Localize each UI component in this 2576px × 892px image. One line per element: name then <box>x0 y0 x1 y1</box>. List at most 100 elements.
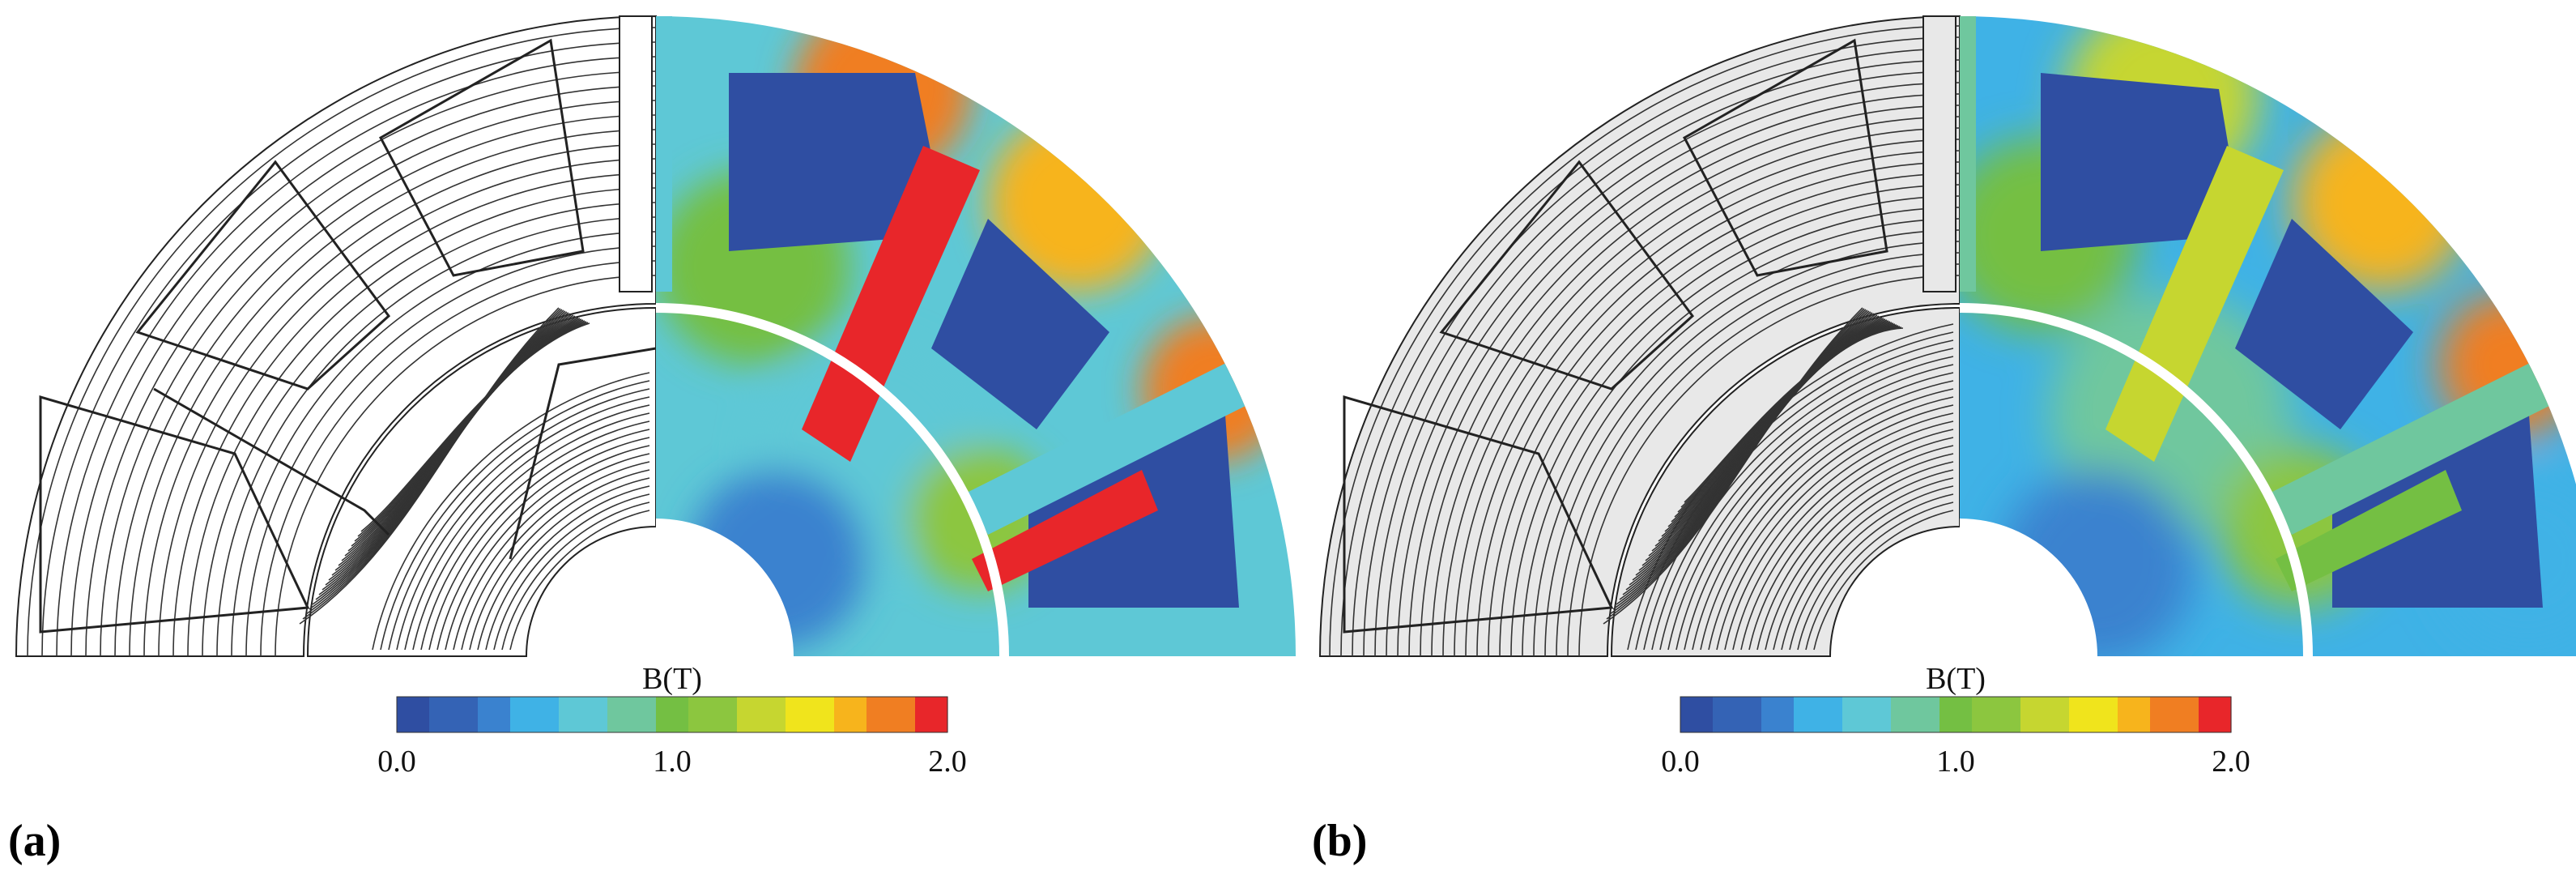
flux-line <box>1431 127 1961 657</box>
magnet-block <box>2235 219 2413 429</box>
colorbar-segment <box>2166 697 2183 732</box>
panel-a: B(T) 0.0 1.0 2.0 (a) <box>8 15 1296 866</box>
colorbar-mid-label: 1.0 <box>1936 745 1975 779</box>
flux-line <box>469 469 650 651</box>
flux-line <box>1567 263 1961 657</box>
flux-line <box>85 85 657 657</box>
colorbar-segment <box>462 697 479 732</box>
flux-line <box>100 100 657 657</box>
flux-line <box>501 501 650 651</box>
colorbar-segment <box>850 697 867 732</box>
flux-bridge <box>972 470 1158 591</box>
colorbar-segment <box>1859 697 1876 732</box>
flux-line <box>436 437 650 651</box>
flux-line <box>143 143 657 657</box>
flux-line <box>1454 150 1961 657</box>
colorbar-segment <box>575 697 592 732</box>
flux-line <box>187 187 657 657</box>
flux-line <box>396 396 650 651</box>
flux-line <box>412 412 650 651</box>
colorbar-min-label: 0.0 <box>377 745 416 779</box>
colorbar-segment <box>753 697 770 732</box>
colorbar-segment <box>1907 697 1924 732</box>
tooth-gap <box>1922 15 1956 292</box>
field-map-a <box>656 16 1296 656</box>
colorbar-segment <box>494 697 511 732</box>
flux-line <box>41 41 657 657</box>
flux-line <box>1675 372 1954 651</box>
slot-outlines-a <box>39 38 657 634</box>
flux-line <box>1765 461 1954 651</box>
flux-line <box>404 404 650 651</box>
colorbar-segment <box>1680 697 1697 732</box>
flux-line <box>245 245 657 657</box>
colorbar-segment <box>1826 697 1843 732</box>
flux-bridge <box>2267 356 2567 535</box>
flux-line <box>70 70 657 657</box>
flux-line <box>420 420 650 651</box>
panel-label-a: (a) <box>8 816 61 866</box>
flux-line <box>1684 327 1904 503</box>
flux-line <box>428 429 650 651</box>
flux-bridge <box>2106 146 2284 462</box>
flux-line <box>275 275 657 657</box>
colorbar-segment <box>2101 697 2118 732</box>
colorbar-segment <box>1761 697 1778 732</box>
flux-line <box>1797 493 1954 651</box>
flux-line <box>1740 437 1954 651</box>
flux-lines-b <box>1329 25 1961 657</box>
flux-line <box>1578 275 1961 657</box>
flux-line <box>388 388 650 651</box>
flux-line <box>1397 93 1961 657</box>
colorbar-segment <box>786 697 803 732</box>
magnet-block <box>931 219 1109 429</box>
flux-line <box>1329 25 1961 657</box>
colorbar-segment <box>2037 697 2054 732</box>
flux-line <box>1700 396 1954 651</box>
flux-line <box>231 231 657 657</box>
colorbar-segment <box>2085 697 2102 732</box>
flux-line <box>1789 485 1954 651</box>
colorbar-max-label: 2.0 <box>928 745 967 779</box>
flux-line <box>1352 48 1961 657</box>
colorbar-mid-label: 1.0 <box>653 745 692 779</box>
colorbar-segment <box>883 697 900 732</box>
colorbar-segment <box>1778 697 1795 732</box>
flux-line <box>1773 469 1954 651</box>
flux-line <box>1556 252 1961 657</box>
flux-line <box>477 477 650 651</box>
flux-line <box>1667 364 1954 651</box>
colorbar-segment <box>478 697 495 732</box>
magnet-block <box>2041 73 2243 251</box>
colorbar-segment <box>413 697 430 732</box>
colorbar-segment <box>656 697 673 732</box>
flux-bridge <box>802 146 980 462</box>
colorbar-max-label: 2.0 <box>2212 745 2250 779</box>
flux-line <box>493 493 650 651</box>
flux-line <box>1732 429 1954 651</box>
colorbar-segment <box>802 697 819 732</box>
flux-line <box>260 260 657 657</box>
colorbar-segment <box>915 697 932 732</box>
flux-line <box>1724 420 1954 651</box>
magnet-block <box>729 73 947 251</box>
flux-line <box>1813 510 1954 651</box>
colorbar-segment <box>769 697 786 732</box>
colorbar-b: B(T) 0.0 1.0 2.0 <box>1661 662 2250 779</box>
colorbar-segment <box>397 697 414 732</box>
flux-line <box>1476 173 1961 657</box>
flux-bridge <box>964 356 1263 535</box>
flux-line <box>172 173 657 657</box>
flux-line <box>1756 453 1954 651</box>
flux-line <box>1386 82 1961 657</box>
flux-line <box>216 216 657 657</box>
colorbar-title: B(T) <box>642 662 702 696</box>
flux-line <box>1533 229 1961 657</box>
colorbar-segment <box>2118 697 2135 732</box>
tooth-strip <box>656 16 672 292</box>
stator-outline <box>15 15 657 657</box>
colorbar-segment <box>1810 697 1827 732</box>
colorbar-segment <box>1956 697 1973 732</box>
flux-bridge <box>2276 470 2462 591</box>
